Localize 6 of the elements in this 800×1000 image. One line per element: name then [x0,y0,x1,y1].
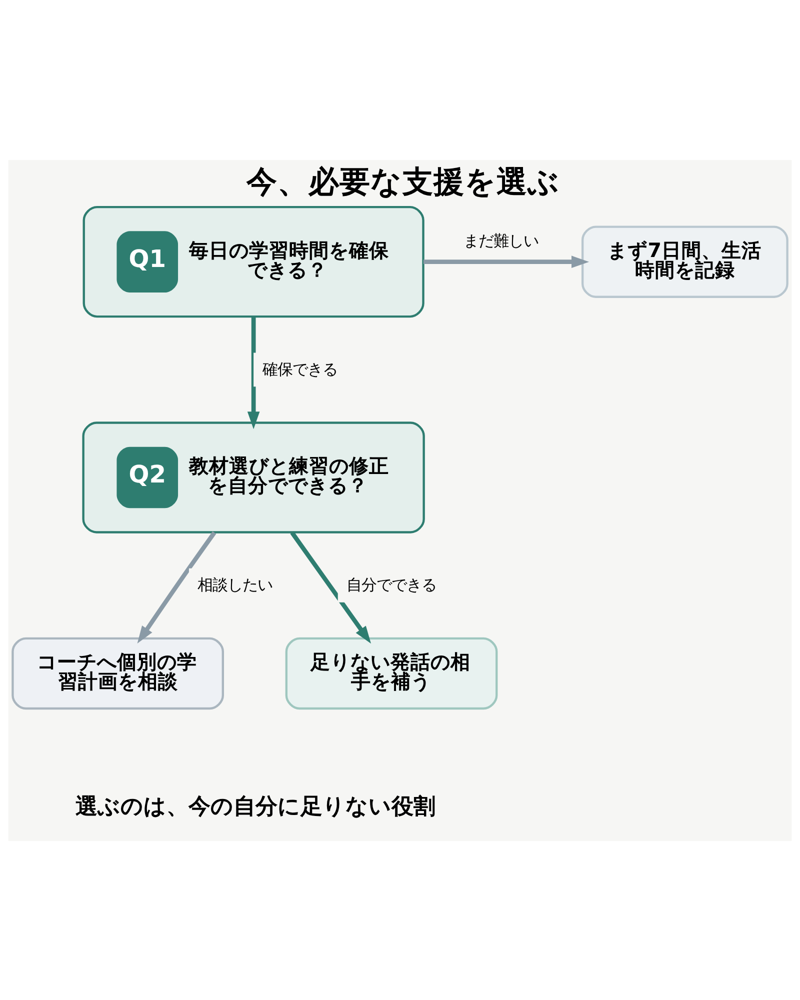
diagram-title: 今、必要な支援を選ぶ [246,164,560,200]
edge-label: 確保できる [262,360,338,378]
edge-label: 自分でできる [346,575,437,594]
caption: 選ぶのは、今の自分に足りない役割 [76,794,436,820]
edge-label: まだ難しい [464,232,538,250]
edge-label: 相談したい [198,575,273,594]
